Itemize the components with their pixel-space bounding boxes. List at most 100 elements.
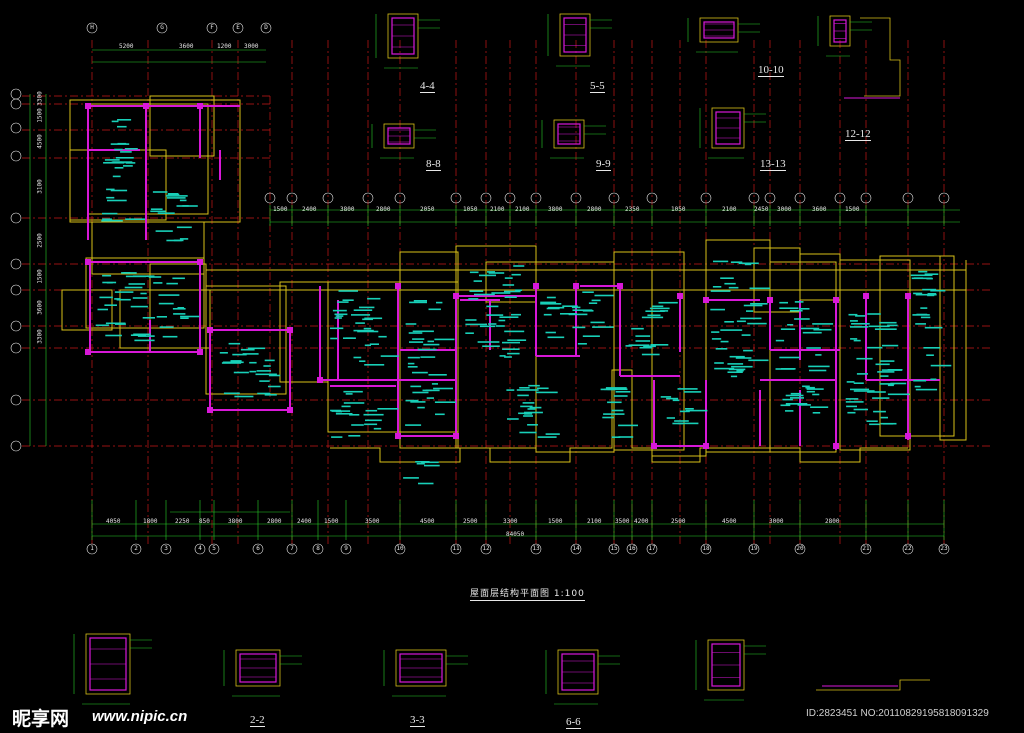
annotation-mark (116, 298, 131, 301)
annotation-mark (331, 436, 343, 438)
annotation-mark (915, 323, 926, 325)
axis-label: 19 (750, 545, 758, 552)
detail-outline (85, 633, 131, 695)
annotation-mark (507, 352, 520, 355)
axis-bubble (608, 192, 620, 204)
section-detail (547, 13, 612, 67)
axis-bubble (10, 88, 22, 100)
annotation-mark (518, 412, 530, 415)
axis-label: 6 (256, 545, 260, 552)
annotation-mark (351, 314, 371, 316)
annotation-mark (112, 175, 121, 178)
section-details (73, 13, 930, 705)
annotation-mark (434, 338, 455, 341)
balcony-outline (330, 369, 908, 463)
dimension-text: 4500 (420, 518, 435, 525)
annotation-mark (794, 318, 810, 320)
axis-bubble (450, 192, 462, 204)
annotation-mark (730, 375, 738, 378)
axis-bubble (480, 543, 492, 555)
annotation-mark (779, 307, 799, 309)
axis-label: 9 (344, 545, 348, 552)
annotation-mark (502, 348, 520, 350)
annotation-mark (672, 422, 683, 425)
annotation-mark (880, 360, 895, 362)
annotation-mark (495, 325, 505, 327)
annotation-mark (924, 326, 943, 329)
axis-bubble (860, 543, 872, 555)
watermark-id: ID:2823451 NO:20110829195818091329 (806, 708, 989, 719)
annotation-mark (679, 410, 690, 413)
section-label-2-2: 2-2 (250, 714, 265, 727)
annotation-mark (517, 394, 529, 397)
column (833, 297, 839, 303)
annotation-mark (123, 165, 133, 167)
column (677, 293, 683, 299)
annotation-mark (465, 332, 474, 334)
annotation-mark (645, 310, 665, 312)
annotation-mark (150, 208, 163, 210)
annotation-mark (152, 191, 168, 193)
dimension-text: 3500 (615, 518, 630, 525)
annotation-mark (407, 362, 415, 365)
annotation-mark (157, 212, 175, 214)
annotation-mark (812, 393, 820, 396)
annotation-mark (918, 270, 928, 273)
annotation-mark (351, 424, 364, 426)
annotation-mark (124, 286, 143, 289)
annotation-mark (524, 411, 543, 414)
annotation-mark (511, 273, 521, 276)
annotation-mark (435, 413, 445, 416)
annotation-mark (249, 361, 257, 364)
annotation-mark (522, 402, 535, 404)
axis-bubble (570, 543, 582, 555)
annotation-mark (263, 365, 271, 367)
annotation-mark (853, 382, 864, 384)
beam-outline (149, 95, 215, 157)
beam-outline (613, 251, 685, 451)
column (651, 443, 657, 449)
dimension-text: 2350 (625, 206, 640, 213)
dimension-text: 2050 (420, 206, 435, 213)
annotation-mark (714, 367, 735, 370)
annotation-mark (412, 338, 425, 340)
section-label-6-6: 6-6 (566, 716, 581, 729)
annotation-mark (140, 292, 147, 295)
annotation-mark (486, 314, 504, 316)
annotation-mark (380, 355, 399, 357)
column (85, 349, 91, 355)
column (207, 407, 213, 413)
axis-bubble (480, 192, 492, 204)
annotation-mark (180, 315, 200, 318)
annotation-mark (516, 389, 539, 391)
annotation-mark (95, 324, 109, 327)
annotation-mark (117, 119, 132, 121)
annotation-mark (743, 304, 763, 307)
annotation-mark (666, 397, 679, 400)
axis-label: 8 (316, 545, 320, 552)
annotation-mark (507, 339, 527, 341)
annotation-mark (407, 366, 418, 368)
annotation-mark (242, 353, 259, 355)
detail-outline (557, 649, 599, 695)
annotation-mark (867, 313, 881, 315)
annotation-mark (176, 226, 192, 229)
annotation-mark (779, 356, 800, 359)
detail-outline (707, 639, 745, 691)
annotation-mark (711, 331, 720, 333)
annotation-mark (364, 344, 371, 347)
annotation-mark (815, 354, 822, 356)
annotation-mark (421, 461, 439, 464)
annotation-mark (748, 359, 769, 362)
annotation-mark (882, 344, 899, 347)
axis-bubble (10, 98, 22, 110)
axis-bubble (194, 543, 206, 555)
axis-bubble (834, 192, 846, 204)
annotation-mark (537, 436, 557, 438)
annotation-mark (540, 303, 562, 305)
annotation-mark (167, 193, 180, 196)
annotation-mark (426, 397, 434, 399)
dimension-text: 4500 (36, 134, 44, 149)
annotation-mark (330, 337, 338, 340)
dimension-text: 1500 (324, 518, 339, 525)
